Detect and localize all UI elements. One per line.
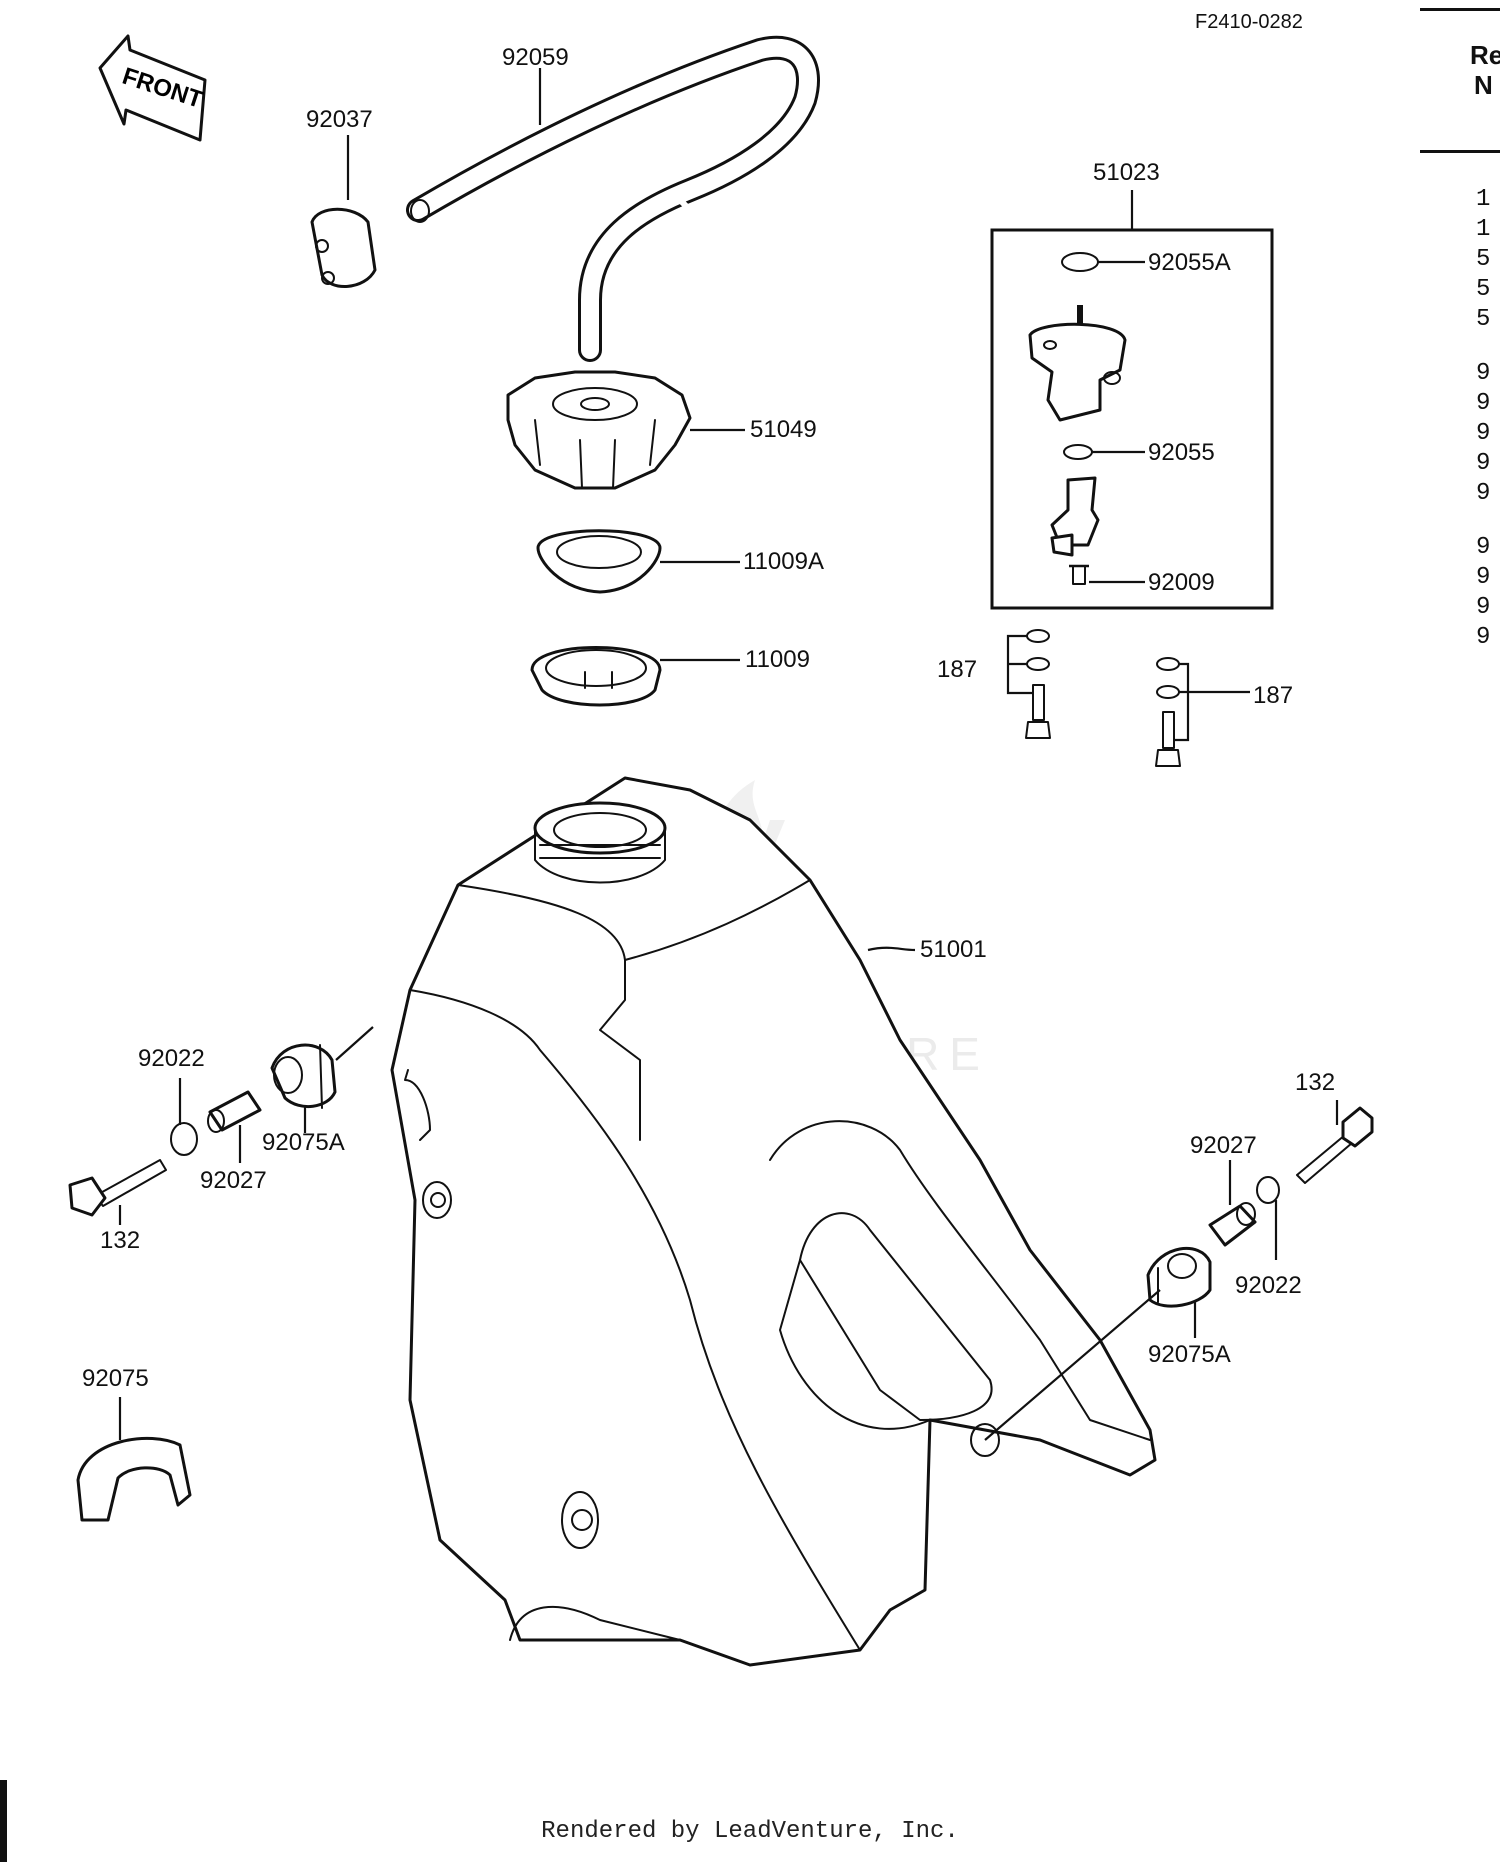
table-row: 9 xyxy=(1476,624,1491,651)
cap-gasket-b xyxy=(530,646,662,707)
fuel-cock-lever xyxy=(1050,476,1100,557)
table-row: 9 xyxy=(1476,480,1491,507)
label-187-left: 187 xyxy=(937,656,977,683)
label-92022-right: 92022 xyxy=(1235,1272,1302,1299)
washer-right xyxy=(1256,1176,1280,1204)
label-92027-right: 92027 xyxy=(1190,1132,1257,1159)
table-row: 5 xyxy=(1476,306,1491,333)
table-row: 5 xyxy=(1476,276,1491,303)
table-header: Re N xyxy=(1470,40,1500,100)
table-row: 9 xyxy=(1476,390,1491,417)
table-header-rule xyxy=(1420,150,1500,153)
label-92075A-left: 92075A xyxy=(262,1129,345,1156)
fuel-cock-kit-box xyxy=(990,228,1274,610)
damper-left xyxy=(270,1043,337,1109)
label-11009A: 11009A xyxy=(743,548,824,575)
label-51023: 51023 xyxy=(1093,159,1160,186)
table-header-line2: N xyxy=(1474,70,1493,100)
table-row: 9 xyxy=(1476,534,1491,561)
label-92055A: 92055A xyxy=(1148,249,1231,276)
label-92022-left: 92022 xyxy=(138,1045,205,1072)
figure-code: F2410-0282 xyxy=(1195,11,1303,33)
fuel-cock-body xyxy=(1028,305,1127,422)
o-ring-a xyxy=(1061,252,1099,272)
tank-bolt-right xyxy=(1296,1106,1374,1184)
fuel-tank-breather-hose xyxy=(406,35,820,362)
label-92075: 92075 xyxy=(82,1365,149,1392)
table-row: 9 xyxy=(1476,594,1491,621)
label-51049: 51049 xyxy=(750,416,817,443)
cap-gasket-a xyxy=(536,529,662,594)
table-rows: 1 1 5 5 5 9 9 9 9 9 9 9 9 9 xyxy=(1476,186,1490,654)
fuel-cock-screw xyxy=(1069,564,1089,585)
table-row: 1 xyxy=(1476,216,1491,243)
rendered-by-footer: Rendered by LeadVenture, Inc. xyxy=(541,1818,959,1845)
label-92055: 92055 xyxy=(1148,439,1215,466)
table-row: 9 xyxy=(1476,420,1491,447)
label-92037: 92037 xyxy=(306,106,373,133)
damper-right xyxy=(1146,1246,1212,1308)
hose-clamp xyxy=(310,207,377,288)
table-header-line1: Re xyxy=(1470,40,1500,70)
bolt-set-left xyxy=(1025,629,1051,739)
label-132-left: 132 xyxy=(100,1227,140,1254)
table-row: 9 xyxy=(1476,450,1491,477)
bolt-set-right xyxy=(1155,657,1181,767)
label-92027-left: 92027 xyxy=(200,1167,267,1194)
leader-tank xyxy=(867,946,916,952)
label-187-right: 187 xyxy=(1253,682,1293,709)
leader-damper-right-mount xyxy=(984,1289,1161,1441)
o-ring-b xyxy=(1063,444,1093,460)
leader-bolt-set-right xyxy=(1174,662,1250,742)
tank-pad xyxy=(76,1437,192,1522)
page-edge-mark xyxy=(0,1780,7,1862)
washer-left xyxy=(170,1122,198,1156)
table-top-rule xyxy=(1420,8,1500,11)
leader-bolt-set-left xyxy=(1006,634,1033,695)
label-11009: 11009 xyxy=(745,646,810,673)
parts-reference-table: Re N 1 1 5 5 5 9 9 9 9 9 9 9 9 9 xyxy=(1420,0,1500,700)
tank-bolt-left xyxy=(68,1159,167,1217)
collar-right xyxy=(1208,1202,1257,1247)
table-row: 5 xyxy=(1476,246,1491,273)
front-arrow-icon: FRONT xyxy=(98,34,207,142)
table-row: 9 xyxy=(1476,564,1491,591)
label-92009: 92009 xyxy=(1148,569,1215,596)
label-92075A-right: 92075A xyxy=(1148,1341,1231,1368)
table-row: 9 xyxy=(1476,360,1491,387)
fuel-tank-cap xyxy=(506,370,692,490)
table-row: 1 xyxy=(1476,186,1491,213)
label-51001: 51001 xyxy=(920,936,987,963)
label-92059: 92059 xyxy=(502,44,569,71)
collar-left xyxy=(207,1090,262,1133)
label-132-right: 132 xyxy=(1295,1069,1335,1096)
fuel-tank xyxy=(390,776,1157,1667)
leader-damper-left-mount xyxy=(335,1026,374,1061)
